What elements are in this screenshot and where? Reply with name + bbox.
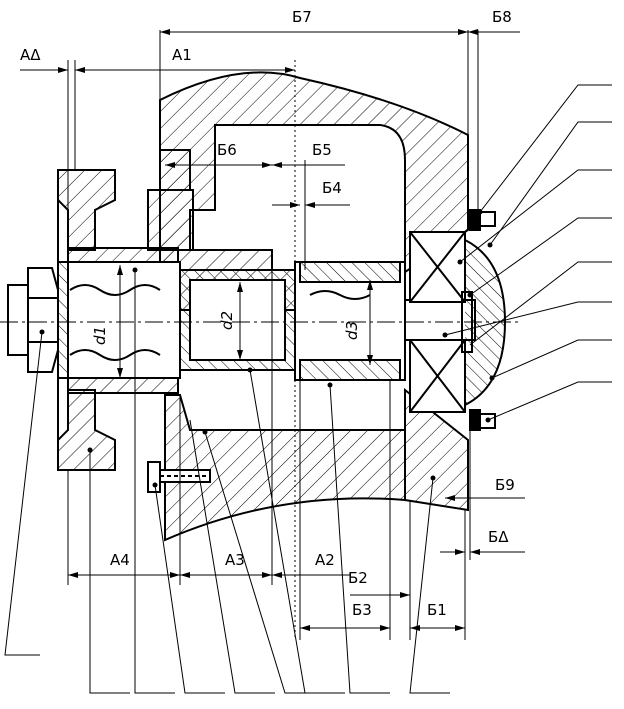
label-d2: d2 (218, 311, 236, 330)
label-b3: Б3 (352, 601, 372, 619)
label-b1: Б1 (427, 601, 447, 619)
label-a1: A1 (172, 46, 192, 64)
dimension-labels: Б7 Б8 AΔ A1 Б6 Б5 Б4 A4 A3 A2 Б2 Б3 Б1 Б… (20, 8, 515, 619)
pulley (57, 169, 179, 471)
end-bolt (7, 261, 69, 379)
label-b8: Б8 (492, 8, 512, 26)
label-b7: Б7 (292, 8, 312, 26)
label-d1: d1 (91, 326, 109, 345)
label-d3: d3 (343, 321, 361, 340)
bearing (409, 209, 507, 431)
housing (147, 71, 469, 542)
label-a2: A2 (315, 551, 335, 569)
label-b2: Б2 (348, 569, 368, 587)
diameter-labels: d1 d2 d3 (91, 311, 361, 345)
leader-lines (4, 84, 612, 694)
label-b6: Б6 (217, 141, 237, 159)
label-b-delta: БΔ (488, 528, 509, 546)
label-b9: Б9 (495, 476, 515, 494)
screw (147, 461, 211, 493)
dimensions (20, 29, 525, 640)
label-b4: Б4 (322, 179, 342, 197)
label-a-delta: AΔ (20, 46, 41, 64)
label-a3: A3 (225, 551, 245, 569)
leader-dots (39, 209, 495, 488)
shaft (67, 261, 476, 381)
label-b5: Б5 (312, 141, 332, 159)
label-a4: A4 (110, 551, 130, 569)
